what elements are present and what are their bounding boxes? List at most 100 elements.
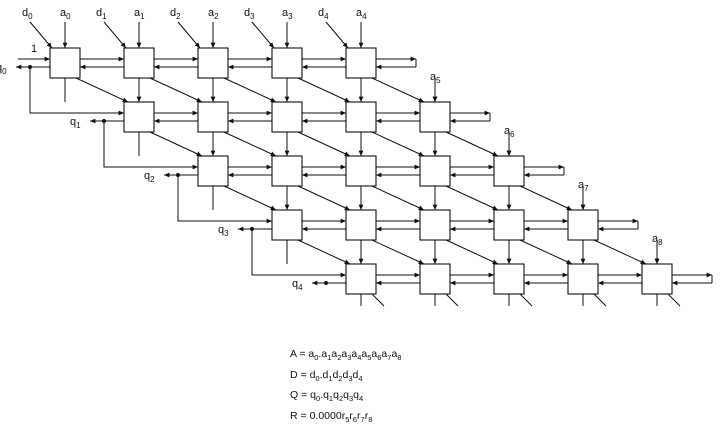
equation-term: r7 (357, 409, 365, 424)
d-input-wire (103, 21, 127, 49)
pe-cell (271, 155, 303, 187)
pe-cell (419, 101, 451, 133)
equation-term: q3 (343, 389, 354, 404)
output-q-label: q1 (70, 116, 81, 130)
equation-lhs: D = (290, 368, 310, 381)
pe-cell (271, 209, 303, 241)
pe-cell (197, 155, 229, 187)
pe-cell (49, 47, 81, 79)
feedback-wire (29, 67, 124, 116)
pe-cell (493, 263, 525, 295)
out-stub (371, 293, 385, 307)
equation-lhs: Q = (290, 389, 311, 402)
equation-line: D = d0.d1d2d3d4 (290, 367, 401, 388)
pe-cell (123, 101, 155, 133)
pe-cell (345, 209, 377, 241)
equation-term: a0 (308, 348, 319, 363)
diag-wire (223, 185, 277, 211)
equation-term: r8 (364, 409, 373, 424)
diag-wire (297, 77, 351, 103)
diag-wire (371, 131, 425, 157)
feedback-wire (177, 175, 272, 224)
equation-term: d2 (332, 368, 343, 383)
pe-cell (197, 101, 229, 133)
equation-lhs: A = (290, 348, 309, 360)
input-a-label: a8 (652, 233, 663, 247)
diag-wire (149, 77, 203, 103)
equation-line: A = a0.a1a2a3a4a5a6a7a8 (290, 346, 401, 367)
pe-cell (271, 47, 303, 79)
equation-term: a7 (381, 348, 392, 363)
feedback-wire (103, 121, 198, 170)
output-q-label: q3 (218, 224, 229, 238)
input-a-label: a7 (578, 179, 589, 193)
equation-term: a4 (351, 348, 362, 363)
pe-cell (493, 209, 525, 241)
equation-term: a6 (371, 348, 382, 363)
equation-term: q0 (310, 389, 321, 404)
pe-cell (641, 263, 673, 295)
equation-term: a1 (321, 348, 332, 363)
equation-term: a2 (331, 348, 342, 363)
output-q-label: q0 (0, 62, 7, 76)
equation-term: . (318, 348, 322, 360)
equation-term: . (319, 368, 323, 381)
d-input-wire (251, 21, 275, 49)
pe-cell (419, 209, 451, 241)
diag-wire (297, 239, 351, 265)
output-q-label: q2 (144, 170, 155, 184)
input-d-label: d2 (170, 7, 181, 21)
input-a-label: a2 (208, 7, 219, 21)
equation-term: d0 (309, 368, 320, 383)
equation-line: Q = q0.q1q2q3q4 (290, 387, 401, 408)
equation-term: q4 (353, 389, 364, 404)
pe-cell (123, 47, 155, 79)
diag-wire (445, 131, 499, 157)
equation-term: r5 (341, 409, 350, 424)
diag-wire (371, 77, 425, 103)
input-d-label: d4 (318, 7, 329, 21)
io-labels: d0d1d2d3d4a0a1a2a3a4a5a6a7a81q0q1q2q3q4 (0, 7, 663, 292)
diag-wire (519, 185, 573, 211)
pe-cell (197, 47, 229, 79)
out-stub (519, 293, 533, 307)
input-a-label: a5 (430, 71, 441, 85)
pe-cell (493, 155, 525, 187)
out-stub (593, 293, 607, 307)
equation-lhs: R = (290, 409, 310, 422)
feedback-wire (251, 229, 346, 278)
input-a-label: a1 (134, 7, 145, 21)
pe-cell (419, 263, 451, 295)
input-a-label: a4 (356, 7, 367, 21)
junction-dot (324, 281, 328, 285)
pe-cell (345, 101, 377, 133)
diag-wire (149, 131, 203, 157)
equation-line: R = 0.0000r5r6r7r8 (290, 408, 401, 429)
one-label: 1 (31, 43, 37, 55)
equation-term: d3 (342, 368, 353, 383)
pe-cell (271, 101, 303, 133)
out-stub (667, 293, 681, 307)
diag-wire (297, 131, 351, 157)
equation-term: q2 (333, 389, 344, 404)
pe-cell (345, 155, 377, 187)
input-a-label: a3 (282, 7, 293, 21)
d-input-wire (29, 21, 53, 49)
input-d-label: d0 (22, 7, 33, 21)
pe-cell (567, 263, 599, 295)
input-d-label: d3 (244, 7, 255, 21)
diag-wire (223, 77, 277, 103)
pe-cell (567, 209, 599, 241)
diag-wire (519, 239, 573, 265)
equation-term: q1 (323, 389, 334, 404)
diag-wire (371, 239, 425, 265)
diag-wire (445, 239, 499, 265)
equation-term: a8 (391, 348, 402, 363)
diag-wire (593, 239, 647, 265)
equation-term: d4 (352, 368, 363, 383)
diag-wire (297, 185, 351, 211)
diag-wire (223, 131, 277, 157)
equation-term: a3 (341, 348, 352, 363)
equation-term: . (320, 389, 324, 402)
